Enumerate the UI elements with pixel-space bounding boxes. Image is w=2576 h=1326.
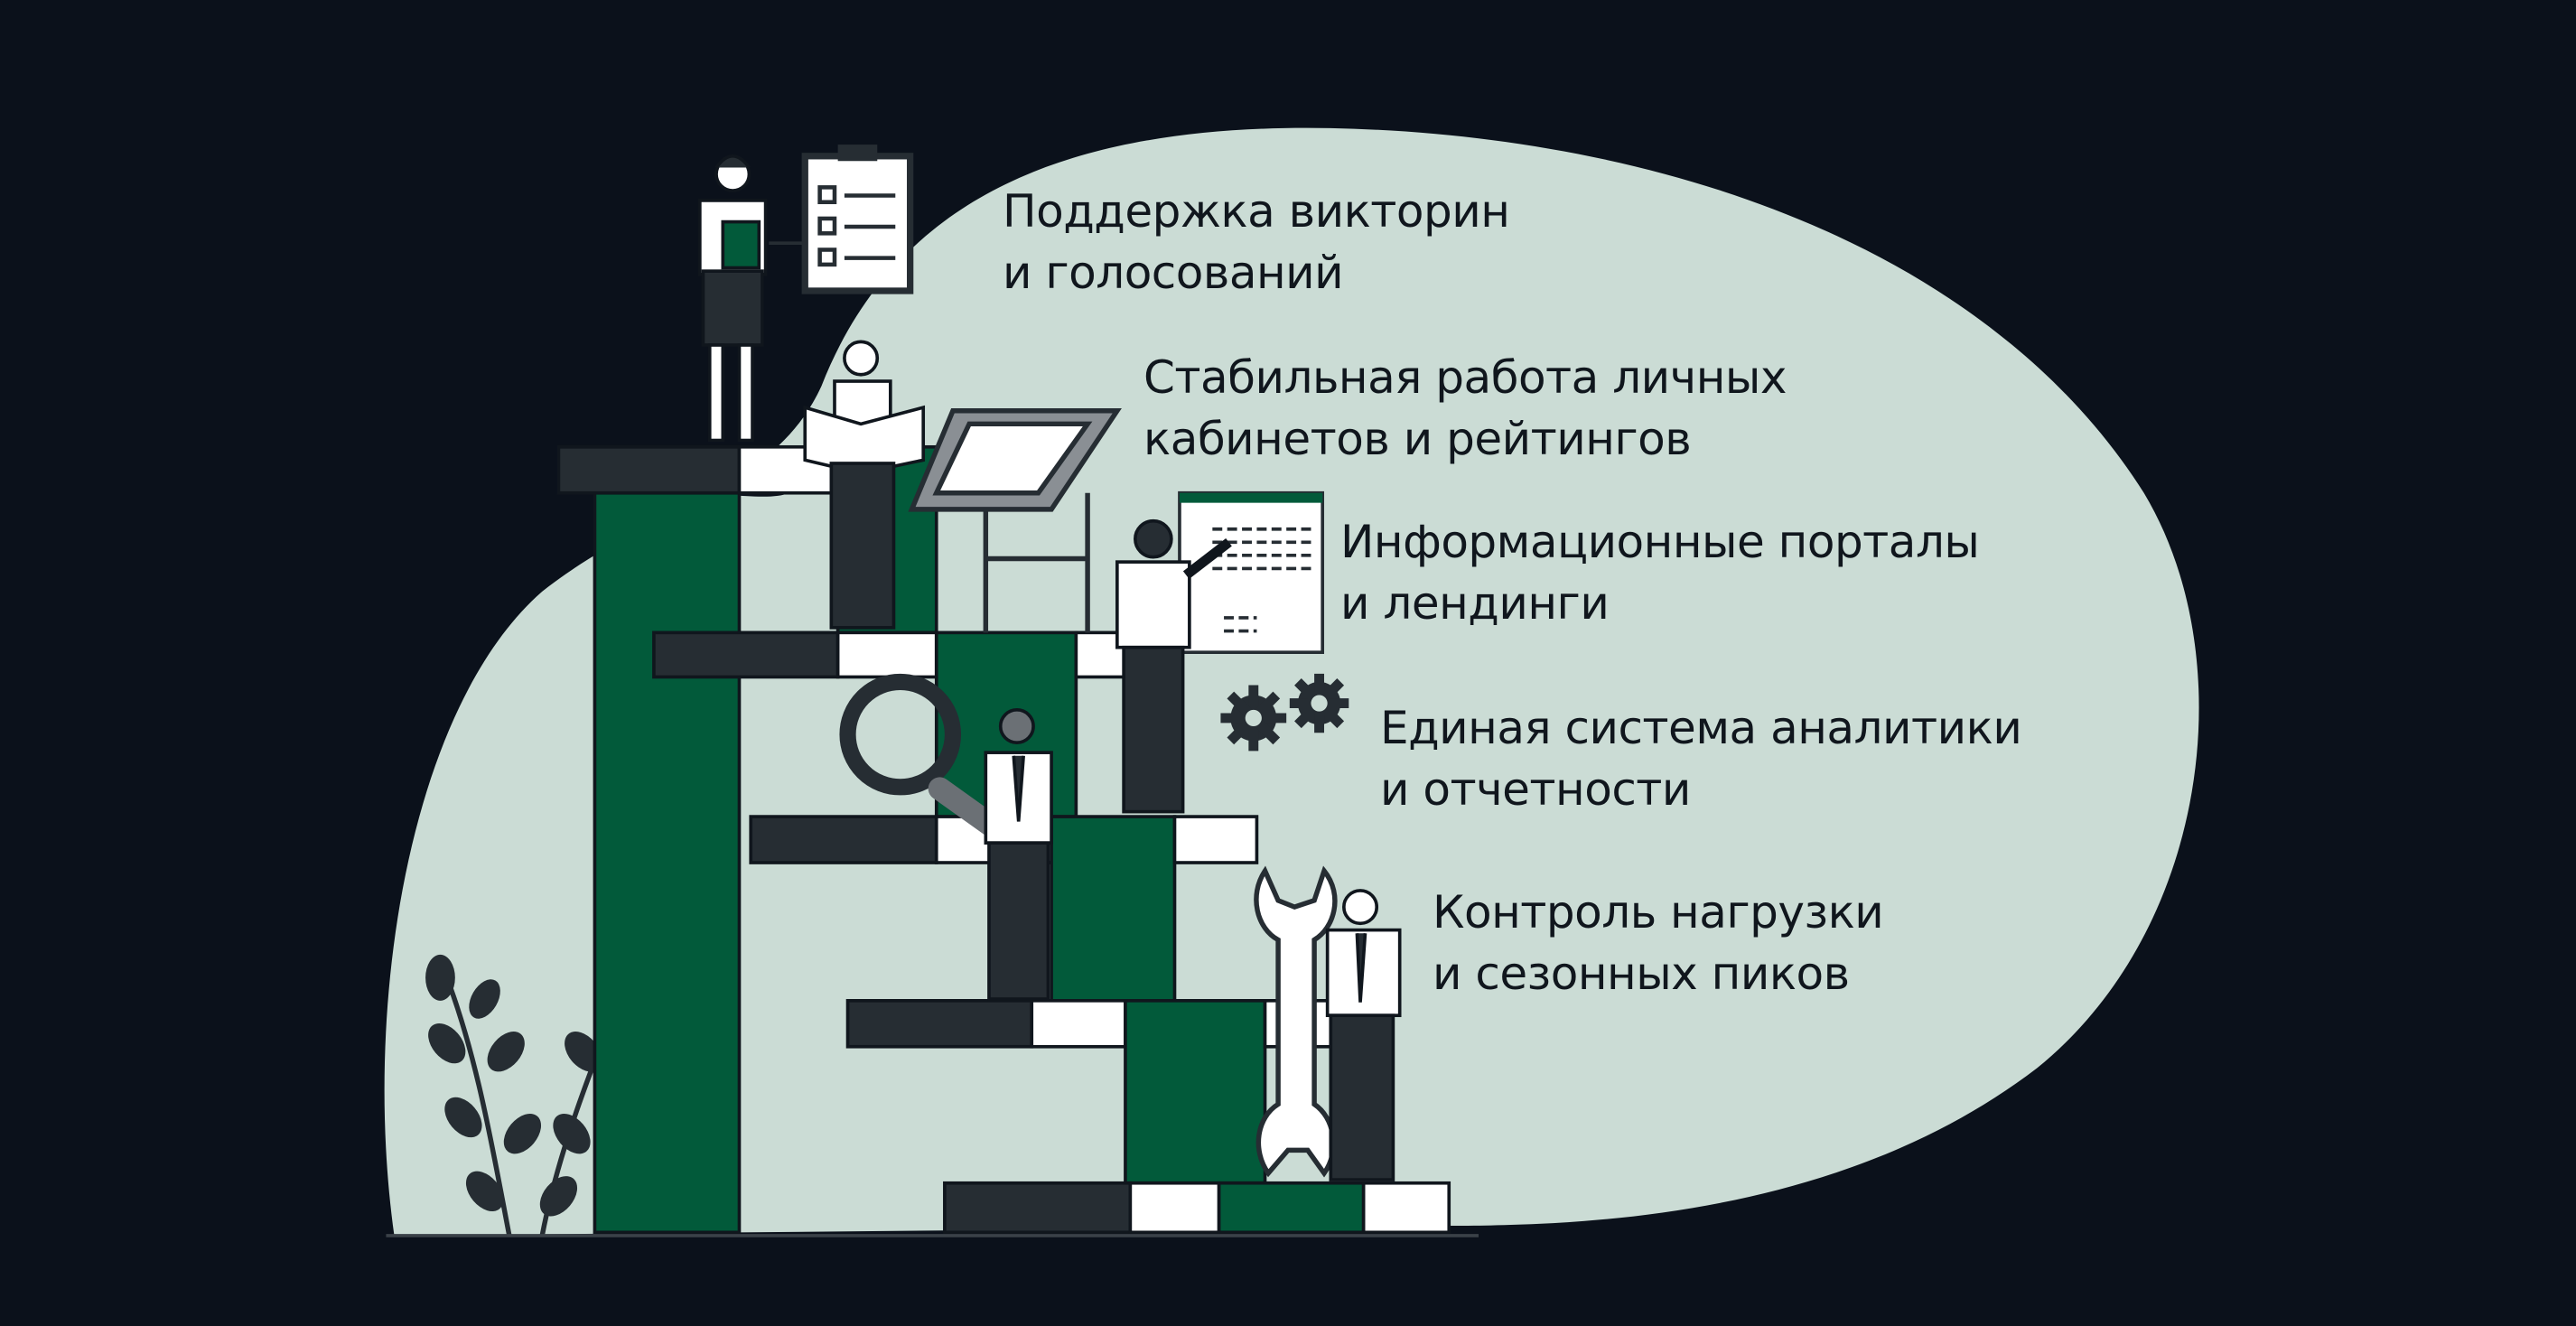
checklist-icon (769, 145, 914, 294)
person-woman-icon (698, 154, 768, 443)
gears-icon (1220, 673, 1349, 752)
person-analyst-icon (984, 708, 1053, 1001)
person-engineer-icon (1325, 889, 1402, 1181)
wrench-icon (1254, 865, 1338, 1178)
person-blueprint-icon (803, 340, 926, 630)
feature-line: Информационные порталы (1340, 516, 1980, 568)
feature-line: Стабильная работа личных (1143, 351, 1787, 404)
feature-accounts: Стабильная работа личных кабинетов и рей… (1143, 347, 1787, 470)
feature-line: кабинетов и рейтингов (1143, 413, 1692, 465)
feature-line: и голосований (1003, 247, 1344, 299)
blueprint-board-icon (908, 408, 1122, 633)
feature-line: и отчетности (1380, 763, 1691, 816)
feature-line: и лендинги (1340, 577, 1610, 630)
person-presenter-icon (1115, 518, 1232, 814)
feature-load-control: Контроль нагрузки и сезонных пиков (1433, 882, 1884, 1004)
feature-line: Единая система аналитики (1380, 702, 2022, 754)
feature-line: Поддержка викторин (1003, 185, 1510, 238)
feature-analytics: Единая система аналитики и отчетности (1380, 697, 2022, 820)
feature-line: Контроль нагрузки (1433, 886, 1884, 938)
feature-quizzes: Поддержка викторин и голосований (1003, 181, 1510, 303)
feature-line: и сезонных пиков (1433, 948, 1850, 1000)
feature-portals: Информационные порталы и лендинги (1340, 511, 1980, 634)
document-board-icon (1178, 490, 1325, 654)
